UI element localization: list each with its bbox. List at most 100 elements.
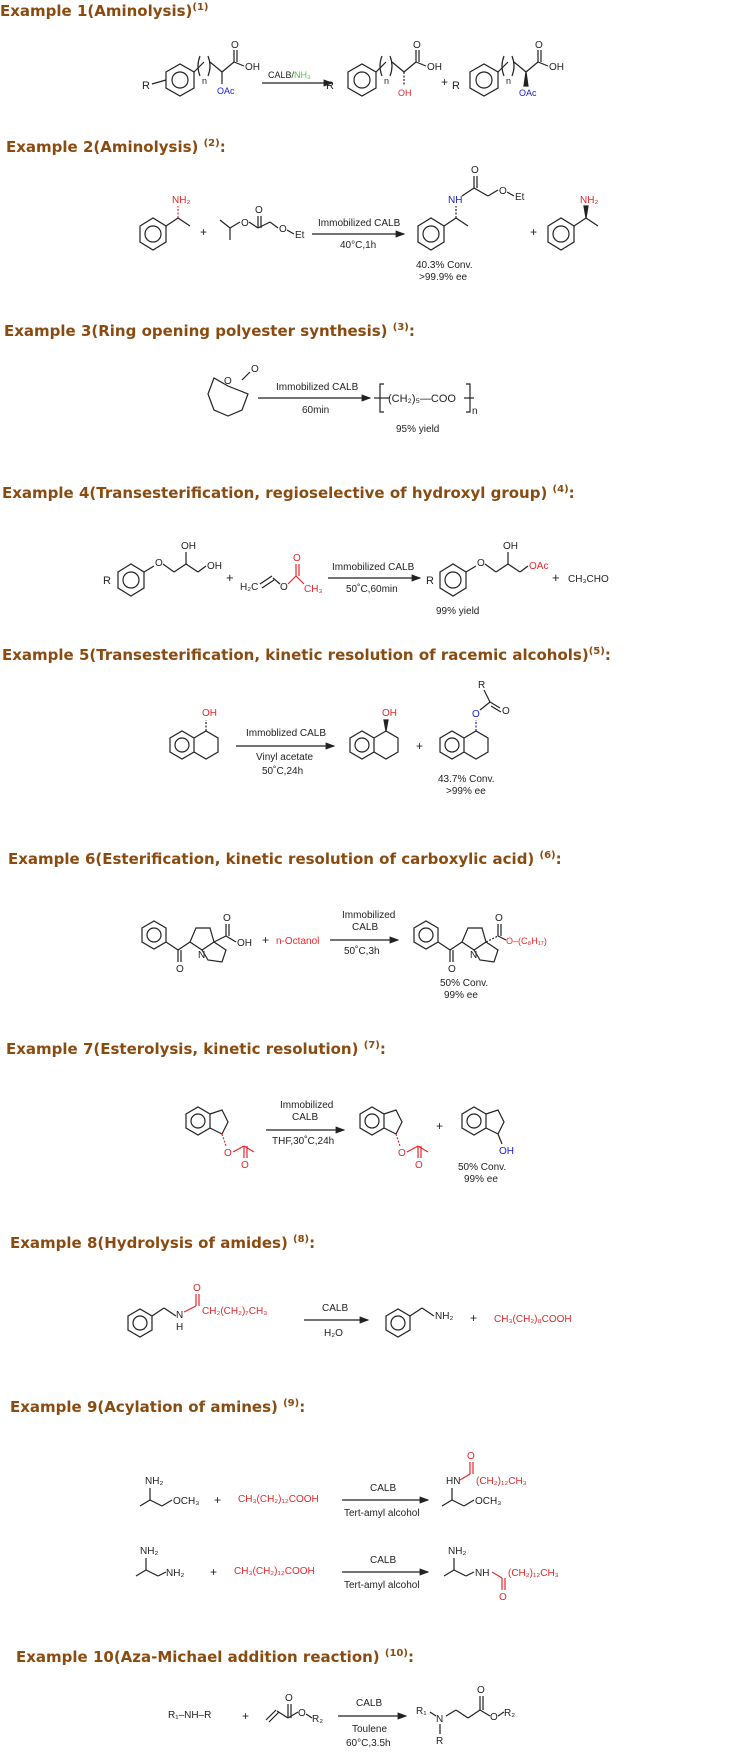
plus-sign: +	[210, 1565, 217, 1579]
example-1-scheme: R n O OH OAc CALB/NH₃ R n O OH OH +	[142, 40, 564, 98]
hydroxyl: OH	[503, 541, 518, 552]
plus-sign: +	[262, 933, 269, 947]
reagent: Immobilized CALB	[332, 562, 415, 573]
pyrrolidine-ring	[473, 941, 499, 963]
amine: NH₂	[448, 1546, 466, 1557]
bond	[165, 941, 179, 951]
reagent: Immobilized CALB	[318, 218, 401, 229]
aromatic-circle	[444, 737, 460, 753]
repeat-n: n	[506, 76, 511, 86]
wedge-bond	[523, 71, 529, 87]
bond	[173, 563, 187, 573]
plus-sign: +	[530, 225, 537, 239]
hashed-bond	[485, 935, 499, 943]
carbonyl-o: O	[477, 1685, 485, 1696]
ester-o: O	[472, 709, 480, 720]
aromatic-circle	[132, 1315, 148, 1331]
suffix: :	[379, 1040, 386, 1058]
reagent: CALB/NH₃	[268, 70, 311, 80]
bond	[257, 221, 271, 229]
carbonyl-o: O	[467, 1451, 475, 1462]
bond	[473, 187, 489, 197]
enantiomeric-excess: >99.9% ee	[419, 272, 468, 283]
alcohol: n-Octanol	[276, 936, 319, 947]
example-9-scheme: NH₂ OCH₃ + CH₃(CH₂)₁₂COOH CALB Tert-amyl…	[135, 1451, 559, 1603]
bond	[445, 1709, 457, 1717]
solvent: Tert-amyl alcohol	[344, 1508, 420, 1519]
bond	[437, 941, 451, 951]
bond	[286, 229, 295, 235]
benzene-ring	[417, 217, 445, 251]
suffix: :	[604, 646, 611, 664]
reagent: CALB	[352, 922, 378, 933]
bond	[183, 1305, 197, 1313]
bracket	[389, 55, 393, 77]
reagent: CALB	[322, 1303, 348, 1314]
example-title: Example 4(Transesterification, regiosele…	[2, 484, 553, 502]
reagent: Immobilized CALB	[276, 382, 359, 393]
bond	[465, 565, 477, 573]
carbonyl-o: O	[448, 964, 456, 975]
bond	[161, 1499, 173, 1507]
amine: NH₂	[172, 195, 190, 206]
aromatic-circle	[552, 225, 570, 243]
secondary-amine: R₁–NH–R	[168, 1710, 211, 1721]
ring-o: O	[224, 376, 232, 387]
plus-sign: +	[416, 739, 423, 753]
bond	[305, 1713, 313, 1719]
suffix: :	[408, 322, 415, 340]
carbonyl-o: O	[502, 706, 510, 717]
repeat-n: n	[384, 76, 389, 86]
r-group: R	[436, 1736, 443, 1747]
cyclohexane-ring	[373, 730, 399, 760]
bond	[525, 61, 539, 73]
example-6-heading: Example 6(Esterification, kinetic resolu…	[8, 850, 562, 868]
plus-sign: +	[436, 1119, 443, 1133]
aromatic-circle	[364, 1113, 380, 1129]
bond	[197, 565, 207, 573]
repeat-n: n	[202, 76, 207, 86]
example-10-heading: Example 10(Aza-Michael addition reaction…	[16, 1648, 414, 1666]
pyrrole-n: N	[470, 950, 477, 961]
reference: (9)	[283, 1398, 300, 1409]
carboxylic-acid: CH₃(CH₂)₁₂COOH	[234, 1566, 315, 1577]
bond	[193, 61, 205, 73]
bond	[463, 1499, 475, 1507]
benzene-ring	[439, 730, 465, 760]
conditions: 40°C,1h	[340, 240, 376, 251]
conversion: 50% Conv.	[440, 978, 488, 989]
conditions: 60min	[302, 405, 329, 416]
reagent: CALB	[370, 1483, 396, 1494]
carbonyl-o: O	[251, 364, 259, 375]
cyclopentane-ring	[485, 1109, 505, 1135]
carbonyl-o: O	[241, 1160, 249, 1171]
conversion: 43.7% Conv.	[438, 774, 495, 785]
bond	[443, 217, 457, 227]
aromatic-circle	[422, 225, 440, 243]
example-8-heading: Example 8(Hydrolysis of amides) (8):	[10, 1234, 315, 1252]
r-group: R	[452, 80, 460, 92]
bracket	[501, 55, 505, 77]
example-6-scheme: O N O OH + n-Octanol Immobilized CALB 50…	[141, 910, 547, 1001]
vinyl-h2c: H₂C	[240, 582, 258, 593]
carbonyl-o: O	[223, 913, 231, 924]
aromatic-circle	[144, 225, 162, 243]
plus-sign: +	[226, 570, 234, 585]
bond	[151, 79, 167, 85]
bond	[417, 1145, 429, 1153]
suffix: :	[299, 1398, 306, 1416]
amine: NH₂	[435, 1311, 453, 1322]
hydroxyl: OH	[427, 62, 442, 73]
cyclopentane-ring	[209, 1109, 229, 1135]
example-title: Example 10(Aza-Michael addition reaction…	[16, 1648, 385, 1666]
bond	[135, 1569, 147, 1577]
bond	[185, 563, 199, 573]
bond	[479, 1709, 491, 1717]
bracket	[197, 55, 201, 77]
benzene-ring	[169, 730, 195, 760]
hydroxyl: OH	[245, 62, 260, 73]
bond	[163, 1307, 177, 1317]
aromatic-circle	[475, 71, 493, 89]
carbonyl-o: O	[495, 913, 503, 924]
bond	[287, 1711, 299, 1719]
